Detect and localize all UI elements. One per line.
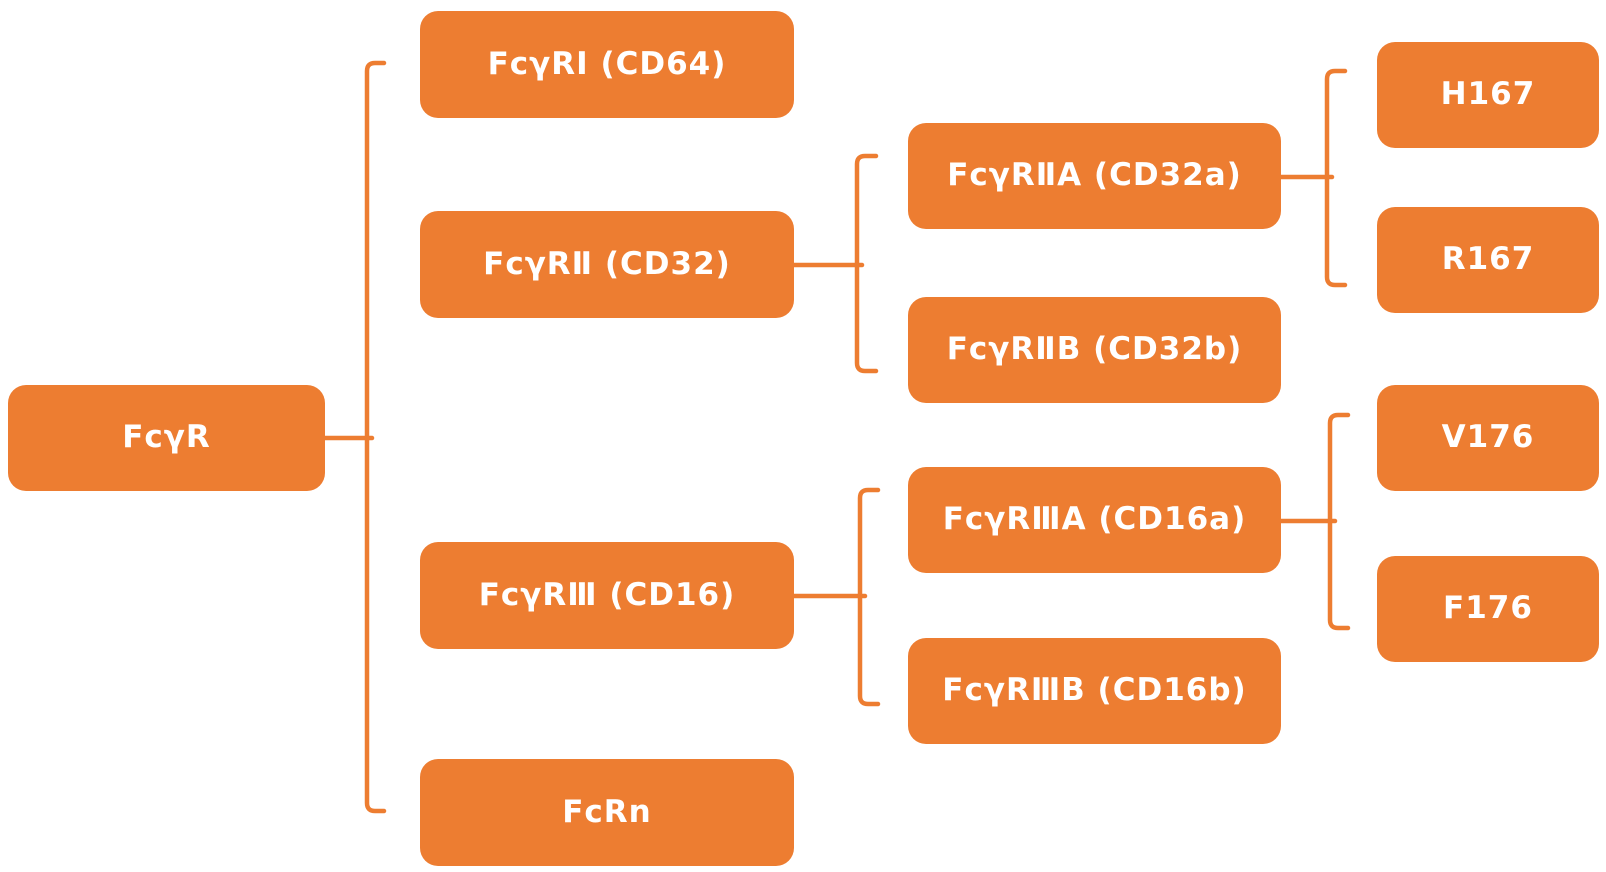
node-fcgr1-cd64-label: FcγRⅠ (CD64) [487, 45, 727, 82]
connector-fcgr3-bracket [857, 487, 881, 707]
node-fcgr2a-cd32a: FcγRⅡA (CD32a) [908, 123, 1281, 229]
connector-fcgr2a-bracket [1324, 68, 1348, 288]
node-allotype-f176: F176 [1377, 556, 1599, 662]
node-fcgr2a-cd32a-label: FcγRⅡA (CD32a) [947, 157, 1242, 194]
node-fcgr2-cd32: FcγRⅡ (CD32) [420, 211, 794, 318]
connector-fcgr3a-bracket [1327, 412, 1351, 631]
node-fcgr-root: FcγR [8, 385, 325, 491]
node-allotype-r167-label: R167 [1441, 241, 1535, 278]
connector-fcgr2-bracket [854, 153, 879, 374]
node-fcgr3b-cd16b-label: FcγRⅢB (CD16b) [942, 672, 1247, 709]
node-fcgr3b-cd16b: FcγRⅢB (CD16b) [908, 638, 1281, 744]
node-fcgr3a-cd16a: FcγRⅢA (CD16a) [908, 467, 1281, 573]
node-fcgr3-cd16: FcγRⅢ (CD16) [420, 542, 794, 649]
node-allotype-f176-label: F176 [1443, 590, 1533, 627]
node-fcrn: FcRn [420, 759, 794, 866]
node-allotype-r167: R167 [1377, 207, 1599, 313]
node-allotype-h167: H167 [1377, 42, 1599, 148]
node-allotype-h167-label: H167 [1440, 76, 1536, 113]
node-allotype-v176-label: V176 [1441, 419, 1535, 456]
node-fcgr1-cd64: FcγRⅠ (CD64) [420, 11, 794, 118]
connector-root-bracket [364, 60, 387, 814]
node-fcgr3-cd16-label: FcγRⅢ (CD16) [478, 576, 736, 613]
node-fcgr2b-cd32b-label: FcγRⅡB (CD32b) [946, 331, 1243, 368]
node-fcgr2b-cd32b: FcγRⅡB (CD32b) [908, 297, 1281, 403]
node-fcgr-root-label: FcγR [122, 419, 211, 456]
node-fcgr2-cd32-label: FcγRⅡ (CD32) [483, 245, 731, 282]
node-fcgr3a-cd16a-label: FcγRⅢA (CD16a) [942, 501, 1247, 538]
node-fcrn-label: FcRn [562, 793, 652, 830]
node-allotype-v176: V176 [1377, 385, 1599, 491]
